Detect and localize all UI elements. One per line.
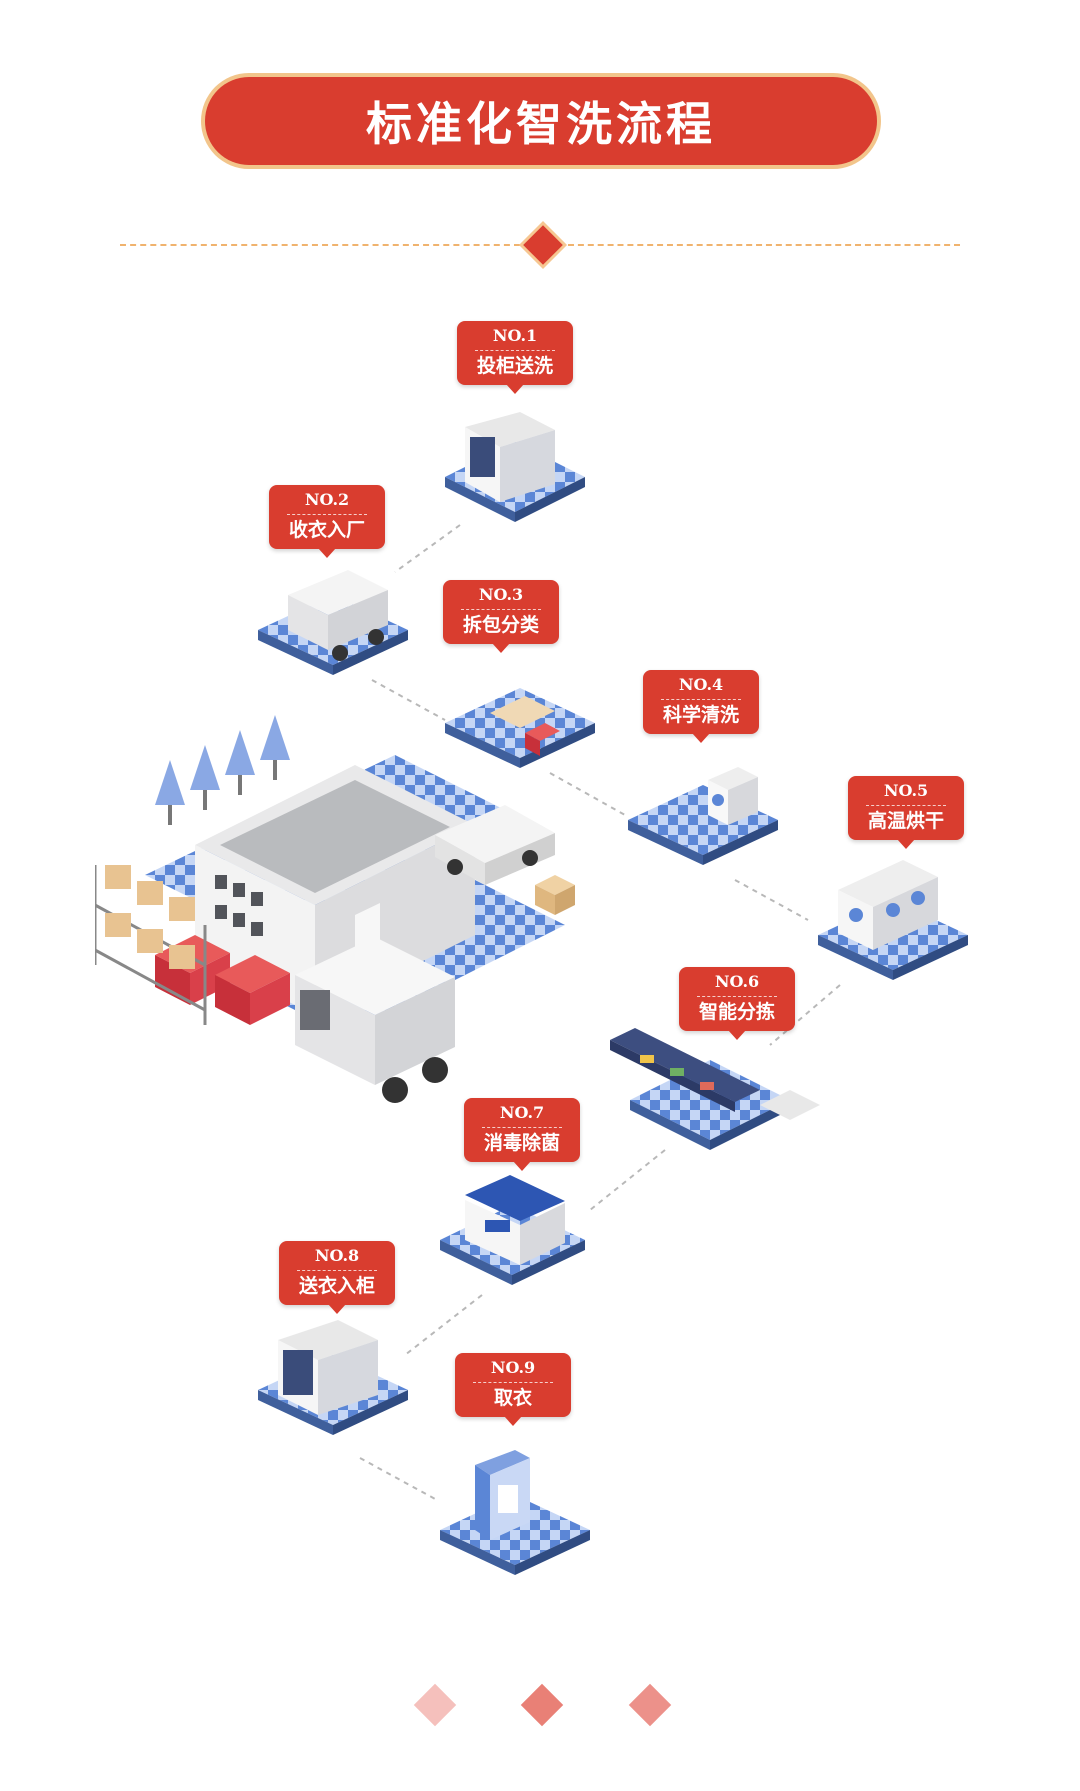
step-tag-2: NO.2 收衣入厂 — [269, 485, 385, 558]
step-number: NO.2 — [287, 485, 367, 515]
step-number: NO.9 — [473, 1353, 553, 1383]
locker-delivery-scene — [258, 1320, 408, 1435]
step-number: NO.4 — [661, 670, 741, 700]
step-tag-4: NO.4 科学清洗 — [643, 670, 759, 743]
step-number: NO.5 — [866, 776, 946, 806]
disinfection-room-scene — [440, 1175, 585, 1285]
sorting-table-scene — [445, 688, 595, 768]
conveyor-scene — [610, 1028, 820, 1150]
step-tag-7: NO.7 消毒除菌 — [464, 1098, 580, 1171]
step-label: 投柜送洗 — [476, 355, 553, 377]
factory-scene — [95, 715, 575, 1103]
step-tag-3: NO.3 拆包分类 — [443, 580, 559, 653]
step-label: 科学清洗 — [662, 704, 739, 726]
step-label: 送衣入柜 — [298, 1275, 375, 1297]
washing-machine-scene — [628, 767, 778, 865]
truck-scene — [258, 570, 408, 675]
locker-scene — [445, 412, 585, 522]
page-title: 标准化智洗流程 — [205, 77, 877, 165]
step-number: NO.1 — [475, 321, 555, 351]
dryer-scene — [818, 860, 968, 980]
step-number: NO.3 — [461, 580, 541, 610]
phone-pickup-scene — [440, 1450, 590, 1575]
tree-icon — [155, 715, 290, 825]
step-number: NO.8 — [297, 1241, 377, 1271]
divider-right — [568, 244, 960, 246]
step-label: 拆包分类 — [462, 614, 539, 636]
page-title-text: 标准化智洗流程 — [366, 97, 716, 151]
step-number: NO.7 — [482, 1098, 562, 1128]
step-tag-6: NO.6 智能分拣 — [679, 967, 795, 1040]
step-label: 智能分拣 — [698, 1001, 775, 1023]
step-tag-9: NO.9 取衣 — [455, 1353, 571, 1426]
step-label: 取衣 — [493, 1387, 532, 1409]
divider-left — [120, 244, 520, 246]
step-label: 高温烘干 — [867, 810, 944, 832]
step-number: NO.6 — [697, 967, 777, 997]
step-tag-5: NO.5 高温烘干 — [848, 776, 964, 849]
step-tag-1: NO.1 投柜送洗 — [457, 321, 573, 394]
step-label: 收衣入厂 — [288, 519, 365, 541]
step-tag-8: NO.8 送衣入柜 — [279, 1241, 395, 1314]
step-label: 消毒除菌 — [483, 1132, 560, 1154]
